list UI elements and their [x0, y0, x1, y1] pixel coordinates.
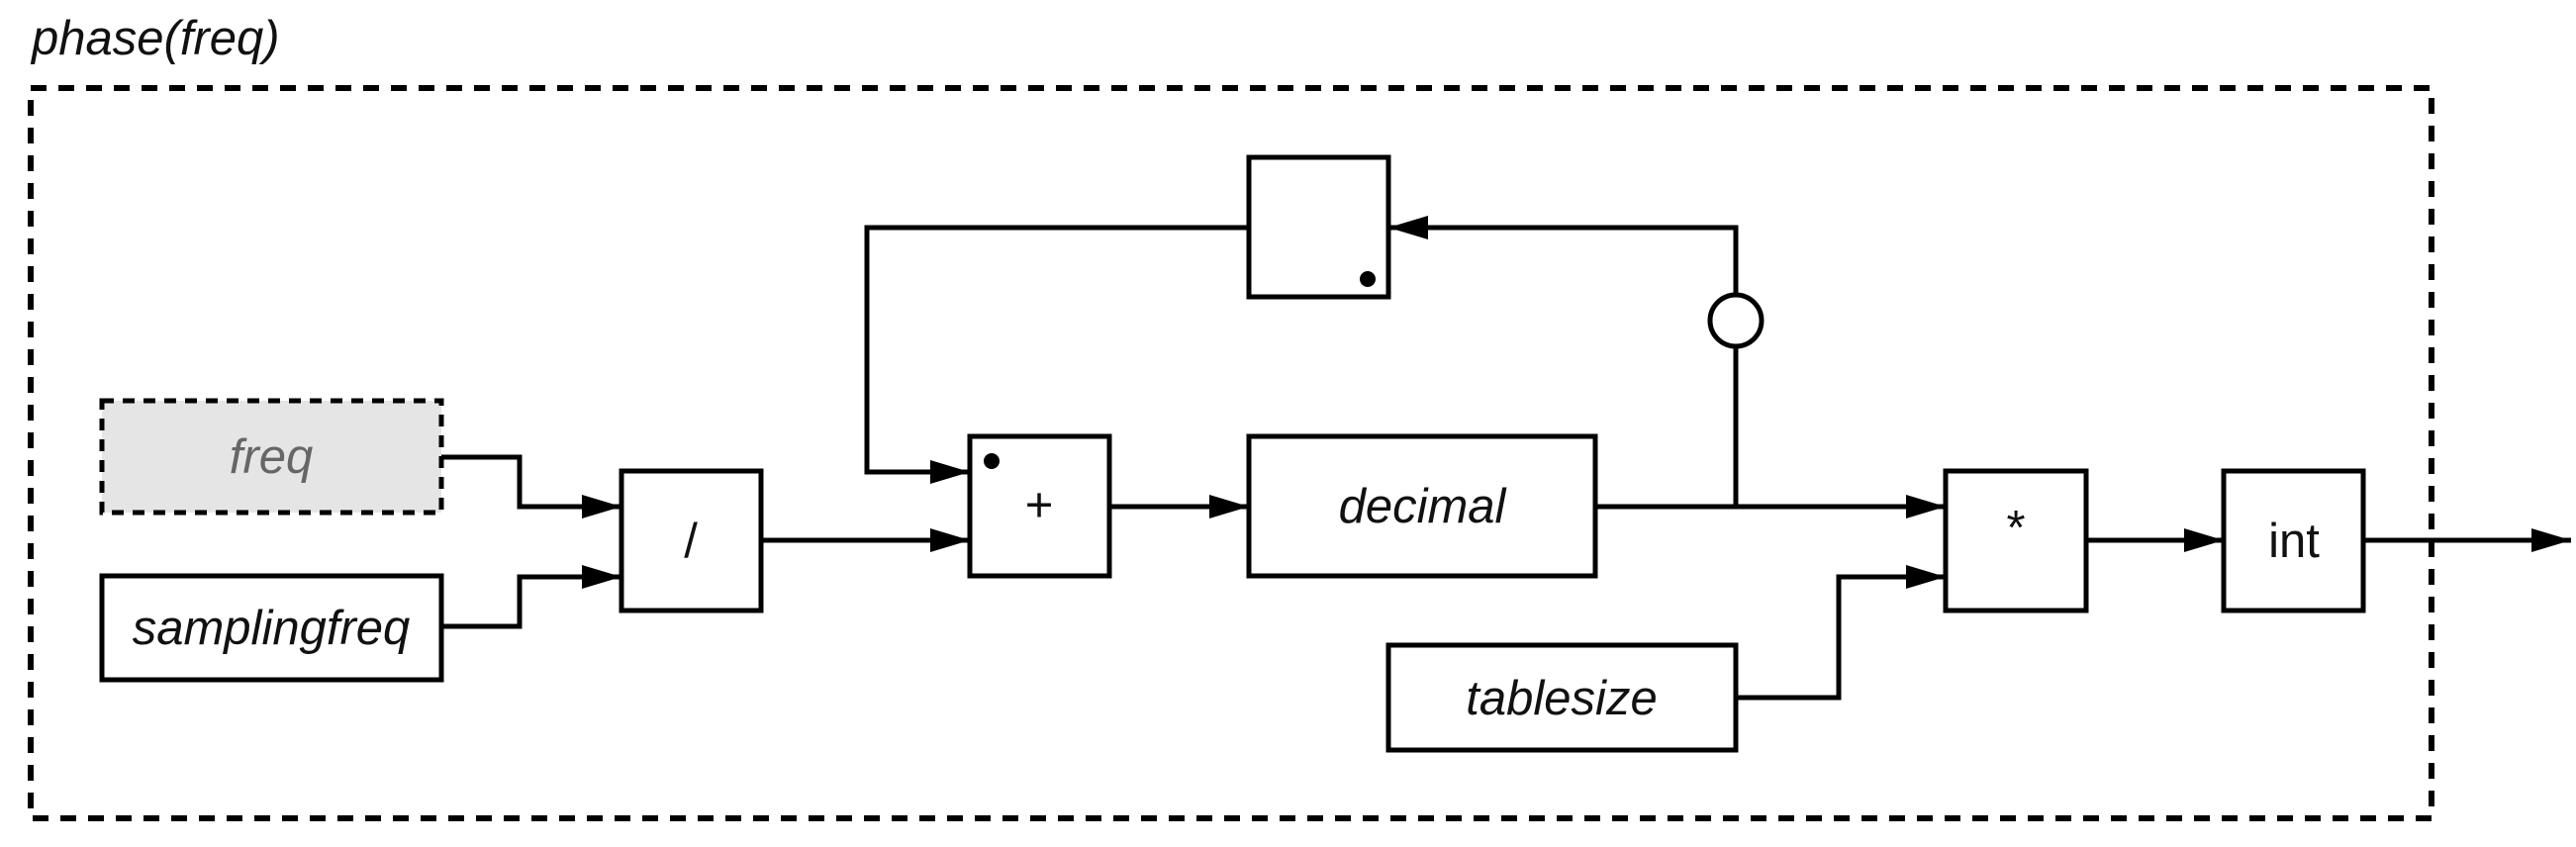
tablesize-label: tablesize — [1466, 672, 1657, 725]
feedback-circle — [1707, 292, 1765, 349]
diagram-title: phase(freq) — [30, 12, 280, 65]
wire-tablesize-to-multiply — [1736, 565, 1946, 701]
add-label: + — [1025, 479, 1054, 532]
input-samplingfreq: samplingfreq — [99, 573, 444, 683]
wire-feedback-to-delay — [1388, 216, 1739, 294]
input-freq-label: freq — [230, 430, 313, 484]
multiply-label: * — [2006, 502, 2025, 555]
tablesize-block: tablesize — [1385, 642, 1739, 753]
wire-freq-to-divide — [441, 454, 621, 518]
delay-block-state-dot — [1360, 271, 1376, 287]
divide-label: / — [684, 515, 698, 568]
wire-delay-to-add — [864, 225, 1388, 484]
divide-block: / — [619, 468, 764, 613]
input-samplingfreq-label: samplingfreq — [133, 602, 411, 655]
input-freq: freq — [99, 398, 444, 516]
add-block: + — [967, 433, 1112, 579]
delay-block — [1246, 154, 1391, 300]
wire-samplingfreq-to-divide — [441, 565, 621, 629]
int-label: int — [2268, 515, 2320, 568]
multiply-block: * — [1943, 468, 2089, 613]
int-block: int — [2221, 468, 2366, 613]
add-block-state-dot — [984, 453, 1000, 469]
function-boundary — [28, 85, 2434, 821]
decimal-block: decimal — [1246, 433, 1598, 579]
decimal-label: decimal — [1339, 480, 1507, 533]
